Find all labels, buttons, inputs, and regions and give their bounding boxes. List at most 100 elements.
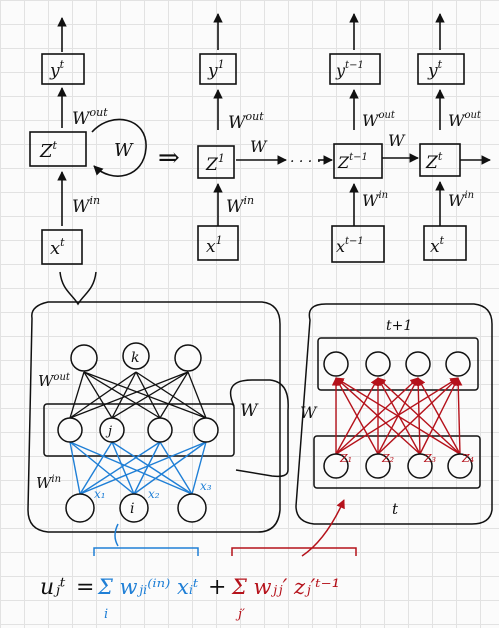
folded-rnn-labels: yt Wout Zt W Win xt: [39, 58, 134, 259]
folded-w-label: W: [114, 140, 134, 161]
input-node: [177, 493, 207, 523]
folded-y-box: [41, 53, 85, 85]
step-tm1-x-box: [331, 225, 385, 263]
hidden-node: [193, 417, 219, 443]
svg-text:Win: Win: [226, 194, 254, 217]
step-tm1-w-label: W: [388, 131, 406, 150]
svg-text:Z1: Z1: [205, 152, 225, 175]
unroll-arrow: ⇒: [158, 143, 180, 173]
output-nodes: [70, 342, 202, 372]
step1-w-label: W: [250, 137, 268, 156]
red-bracket: [231, 547, 357, 556]
recurrent-block: [295, 303, 493, 557]
folded-y-label: y: [49, 61, 60, 81]
hidden-node-j: [99, 417, 125, 443]
folded-x-label: x: [50, 238, 60, 259]
z1-label: Z₁: [339, 452, 352, 465]
folded-z-label: Z: [39, 141, 53, 162]
network-frame: [27, 301, 281, 533]
step-tm1-y-box: [329, 53, 381, 85]
svg-text:Wout: Wout: [228, 110, 264, 133]
svg-text:Wout: Wout: [72, 106, 108, 129]
unrolled-rnn: [197, 13, 491, 263]
formula-eq: =: [76, 575, 94, 600]
input-label-x3: x₃: [200, 479, 212, 493]
folded-z-box: [29, 131, 87, 167]
formula-term1: Σ wⱼᵢ⁽ⁱⁿ⁾ xᵢᵗ: [97, 575, 198, 599]
svg-text:yt: yt: [427, 58, 443, 81]
input-node: [65, 493, 95, 523]
expanded-network: [27, 271, 289, 547]
recurrent-w-label: W: [300, 403, 318, 422]
folded-x-box: [41, 229, 83, 265]
svg-text:Zt: Zt: [425, 150, 443, 173]
svg-text:xt: xt: [430, 234, 445, 257]
svg-text:xt−1: xt−1: [336, 236, 364, 256]
t-nodes: [323, 453, 473, 479]
svg-text:Zt−1: Zt−1: [337, 152, 368, 172]
svg-text:x1: x1: [206, 234, 223, 257]
input-nodes: [65, 493, 207, 523]
step-tm1-z-box: [333, 143, 383, 179]
hidden-node: [147, 417, 173, 443]
z4-label: Z₄: [461, 452, 474, 465]
step1-x-box: [197, 225, 239, 261]
output-node: [174, 344, 202, 372]
red-pointer: [301, 499, 345, 557]
input-label-x1: x₁: [94, 487, 106, 501]
input-label-x2: x₂: [148, 487, 160, 501]
output-node-k: [122, 342, 150, 370]
svg-text:Win: Win: [36, 474, 61, 492]
hidden-nodes: [57, 417, 219, 443]
z2-label: Z₂: [381, 452, 394, 465]
output-node: [70, 344, 98, 372]
input-weights: [69, 441, 207, 495]
w-loop-arrow: [91, 118, 147, 177]
layer-t1-box: [317, 337, 479, 391]
folded-w-in-label: W: [72, 197, 91, 217]
unrolled-rnn-labels: y1 Wout Z1 W · · · · Win x1 yt−1 Wout Zt…: [205, 58, 482, 257]
step-t-x-box: [423, 225, 467, 261]
node-i-label: i: [130, 501, 134, 517]
zoom-bracket: [59, 271, 97, 306]
svg-text:Wout: Wout: [362, 110, 396, 130]
formula: uⱼᵗ = Σ wⱼᵢ⁽ⁱⁿ⁾ xᵢᵗ i + Σ wⱼⱼ′ zⱼ′ᵗ⁻¹ j′: [40, 547, 357, 622]
svg-text:Win: Win: [448, 190, 474, 210]
svg-text:Wout: Wout: [38, 372, 71, 390]
svg-text:y1: y1: [207, 58, 225, 81]
ellipsis: · · · ·: [290, 154, 321, 170]
formula-term2-sub: j′: [235, 607, 245, 622]
blue-pointer: [114, 523, 119, 547]
step-t-y-box: [417, 53, 465, 85]
net-w-label: W: [240, 401, 259, 421]
svg-text:Win: Win: [72, 194, 100, 217]
formula-term2: Σ wⱼⱼ′ zⱼ′ᵗ⁻¹: [231, 575, 340, 599]
svg-text:xt: xt: [50, 236, 65, 259]
net-w-in-label: W: [36, 474, 53, 492]
output-weights: [69, 371, 207, 419]
svg-text:Wout: Wout: [448, 110, 482, 130]
formula-lhs: uⱼᵗ: [40, 575, 66, 600]
svg-text:Zt: Zt: [39, 139, 58, 162]
z3-label: Z₃: [423, 452, 436, 465]
recurrent-labels: t+1 t W Z₁ Z₂ Z₃ Z₄: [300, 318, 474, 518]
t-label: t: [392, 500, 399, 518]
node-k-label: k: [131, 350, 139, 366]
blue-bracket: [93, 547, 199, 556]
folded-rnn: [29, 17, 147, 265]
step1-z-box: [197, 145, 235, 179]
input-node-i: [119, 493, 149, 523]
t-plus-1-label: t+1: [386, 318, 412, 334]
formula-term1-sub: i: [104, 607, 108, 622]
recurrent-loop: [229, 379, 289, 478]
svg-text:yt: yt: [49, 58, 65, 81]
node-j-label: j: [105, 424, 112, 439]
net-w-out-label: W: [38, 372, 55, 390]
recurrent-weights: [331, 377, 463, 455]
formula-plus: +: [208, 575, 226, 600]
hidden-node: [57, 417, 83, 443]
svg-text:yt−1: yt−1: [335, 60, 364, 80]
expanded-network-labels: k j i Wout Win W x₁ x₂ x₃: [36, 350, 259, 517]
